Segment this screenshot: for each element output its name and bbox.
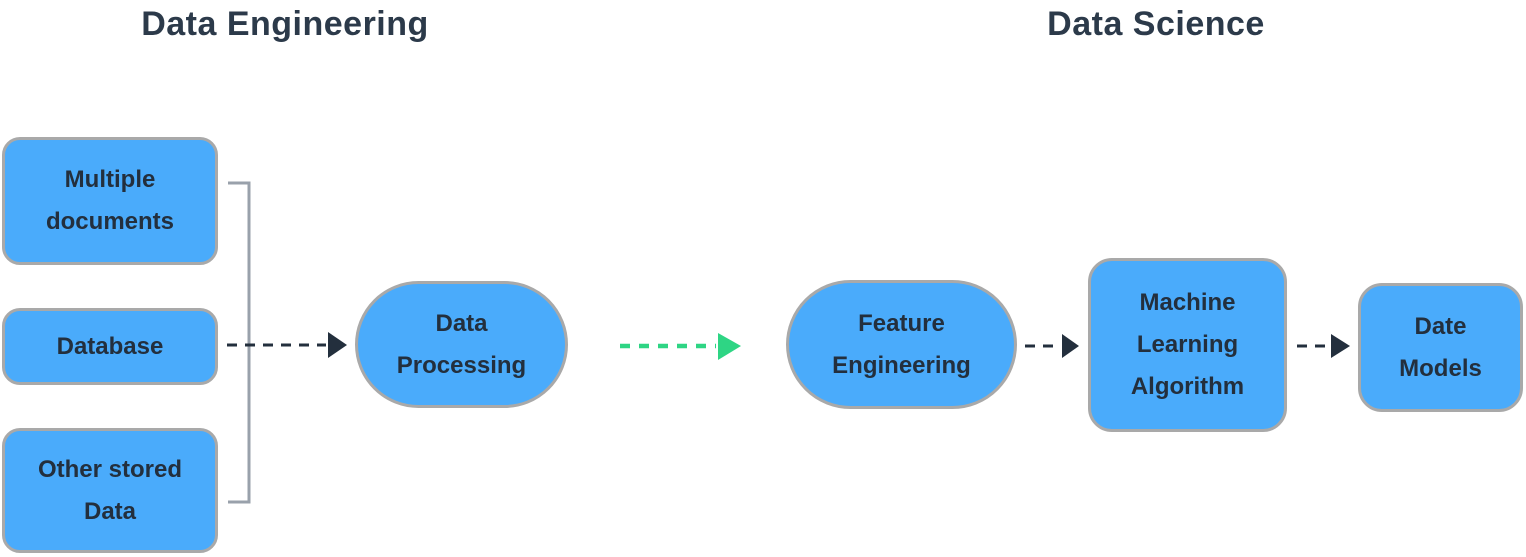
node-label-line: Engineering (832, 351, 971, 379)
node-machine-learning-algorithm: Machine Learning Algorithm (1088, 258, 1287, 432)
node-label-line: Data (83, 497, 137, 525)
node-label-line: Machine (1139, 289, 1236, 316)
node-label-line: documents (45, 208, 174, 235)
node-multiple-documents: Multiple documents (2, 137, 218, 265)
node-label-line: Database (56, 332, 164, 360)
node-label-line: Models (1399, 354, 1482, 382)
node-feature-engineering: Feature Engineering (786, 280, 1017, 409)
arrowhead-icon (718, 333, 741, 360)
arrow-database-to-data-processing (227, 332, 347, 358)
node-data-processing: Data Processing (355, 281, 568, 408)
node-label-line: Feature (858, 309, 945, 337)
node-database: Database (2, 308, 218, 385)
arrowhead-icon (1062, 334, 1079, 358)
node-label-line: Learning (1136, 331, 1239, 358)
node-label-line: Data (435, 309, 488, 337)
arrowhead-icon (1331, 334, 1350, 358)
bracket-line (228, 181, 251, 504)
section-title-data-science: Data Science (1047, 5, 1265, 43)
node-other-stored-data: Other stored Data (2, 428, 218, 553)
node-date-models: Date Models (1358, 283, 1523, 412)
node-label-line: Multiple (64, 166, 156, 193)
arrow-data-processing-to-feature-engineering (620, 333, 741, 360)
node-label-line: Other stored (37, 455, 183, 483)
node-label-line: Processing (396, 351, 527, 379)
bracket-connector (228, 181, 251, 504)
section-title-data-engineering: Data Engineering (141, 5, 429, 43)
node-label-line: Algorithm (1130, 373, 1245, 400)
arrow-feature-engineering-to-ml-algorithm (1025, 334, 1079, 358)
node-label-line: Date (1414, 312, 1467, 340)
arrow-ml-algorithm-to-date-models (1297, 334, 1350, 358)
arrowhead-icon (328, 332, 347, 358)
